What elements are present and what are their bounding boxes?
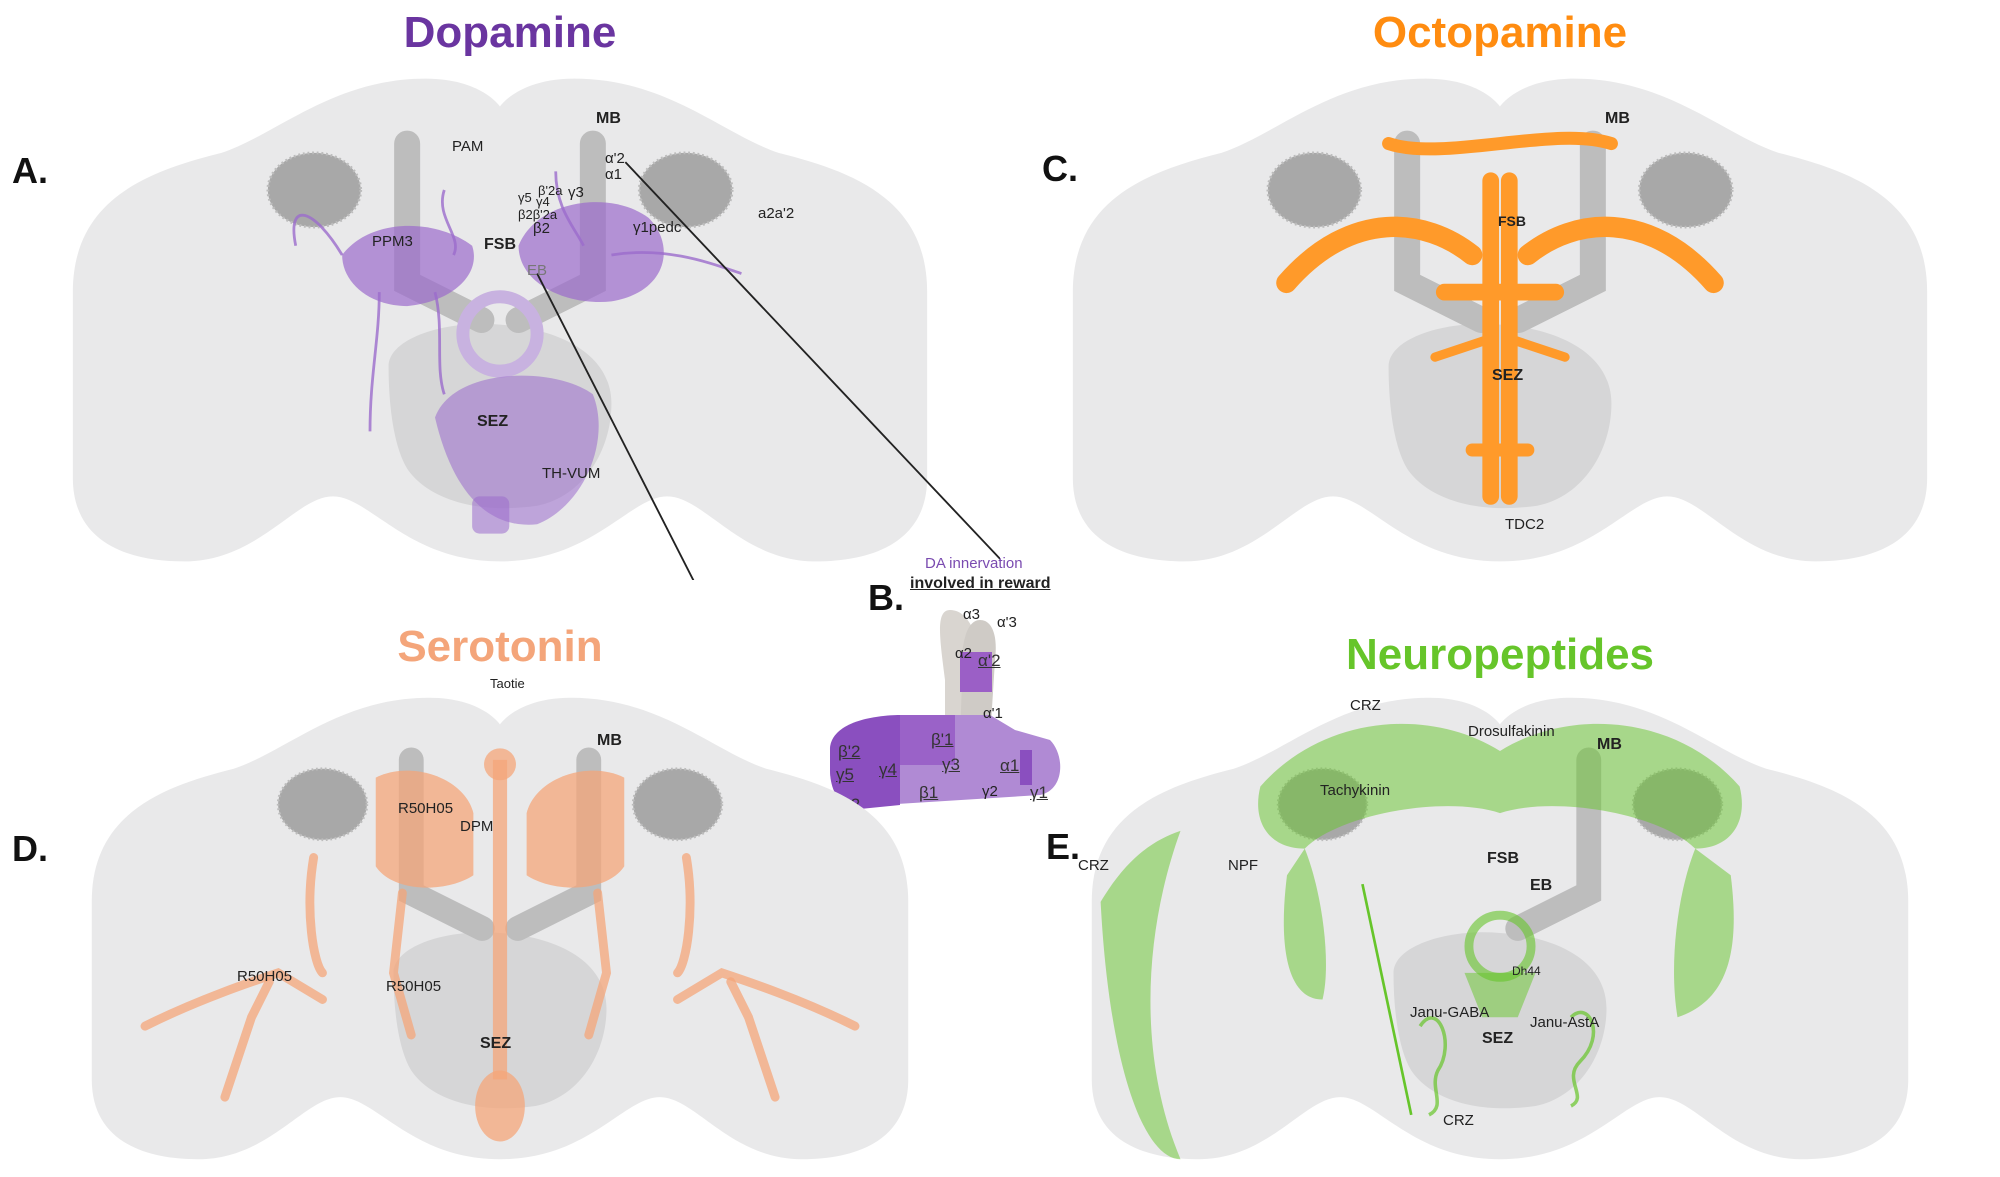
label-beta2-prime-a-top: β'2a xyxy=(538,183,563,198)
label-fsb: FSB xyxy=(484,236,516,253)
label-taotie: Taotie xyxy=(490,676,525,691)
label-tachykinin: Tachykinin xyxy=(1320,782,1391,799)
brain-diagram-dopamine xyxy=(72,78,1000,580)
panel-letter-d: D. xyxy=(12,828,48,869)
ellipsoid-body xyxy=(456,290,544,378)
label-janu-asta: Janu-AstA xyxy=(1530,1014,1600,1031)
label-crz-left: CRZ xyxy=(1078,857,1109,874)
caption-involved-in-reward: involved in reward xyxy=(910,575,1051,592)
label-gamma4: γ4 xyxy=(536,194,550,209)
label-crz-top: CRZ xyxy=(1350,697,1381,714)
label-tdc2: TDC2 xyxy=(1505,516,1545,533)
label-eb: EB xyxy=(1530,877,1553,894)
label-mb: MB xyxy=(1605,110,1630,127)
callout-line-upper xyxy=(624,161,1000,561)
label-ppm3: PPM3 xyxy=(372,233,413,250)
label-eb: EB xyxy=(527,262,548,279)
compartment-beta1-prime: β'1 xyxy=(931,730,954,749)
label-fsb: FSB xyxy=(1487,850,1519,867)
brain-diagram-serotonin xyxy=(91,697,909,1160)
label-npf: NPF xyxy=(1228,857,1258,874)
label-alpha1: α1 xyxy=(605,166,623,183)
label-mb: MB xyxy=(596,110,621,127)
serotonin-neurons xyxy=(375,748,625,1142)
compartment-gamma3: γ3 xyxy=(942,755,960,774)
dopamine-projections xyxy=(292,171,742,432)
panel-title-neuropeptides: Neuropeptides xyxy=(1345,630,1655,679)
compartment-alpha1: α1 xyxy=(1000,756,1020,775)
panel-letter-c: C. xyxy=(1042,148,1078,189)
panel-title-octopamine: Octopamine xyxy=(1372,8,1628,57)
calyx-left xyxy=(266,151,363,229)
label-sez: SEZ xyxy=(480,1035,512,1052)
label-beta2: β2 xyxy=(533,220,550,237)
label-r50h05-mid: R50H05 xyxy=(386,978,442,995)
panel-letter-b: B. xyxy=(868,577,904,618)
brain-diagram-neuropeptides xyxy=(1091,697,1909,1160)
panel-letter-e: E. xyxy=(1046,826,1081,867)
label-drosulfakinin: Drosulfakinin xyxy=(1468,723,1555,740)
calyx-right xyxy=(637,151,734,229)
label-mb: MB xyxy=(597,732,622,749)
panel-title-serotonin: Serotonin xyxy=(397,622,603,671)
caption-da-innervation: DA innervation xyxy=(925,555,1023,572)
dopamine-neurons xyxy=(342,202,664,534)
compartment-gamma1: γ1 xyxy=(1030,783,1048,802)
compartment-gamma2: γ2 xyxy=(982,783,998,800)
label-a2a2-prime: a2a'2 xyxy=(758,205,795,222)
label-gamma1-pedc: γ1pedc xyxy=(633,219,682,236)
label-janu-gaba: Janu-GABA xyxy=(1410,1004,1490,1021)
label-fsb: FSB xyxy=(1498,213,1526,229)
label-beta2-beta2-prime-a: β2β'2a xyxy=(518,207,558,222)
compartment-alpha2-prime: α'2 xyxy=(978,651,1001,670)
label-crz-bottom: CRZ xyxy=(1443,1112,1474,1129)
mb-compartment-diagram xyxy=(830,610,1061,810)
callout-line-lower xyxy=(536,273,695,580)
compartment-alpha2: α2 xyxy=(955,645,973,662)
compartment-gamma5: γ5 xyxy=(836,765,854,784)
compartment-beta1: β1 xyxy=(919,783,939,802)
compartment-gamma4: γ4 xyxy=(879,760,897,779)
label-dh44: Dh44 xyxy=(1512,964,1541,978)
label-sez: SEZ xyxy=(477,413,509,430)
label-th-vum: TH-VUM xyxy=(542,465,601,482)
label-gamma3: γ3 xyxy=(568,184,584,201)
compartment-beta2-prime: β'2 xyxy=(838,742,861,761)
compartment-alpha1-prime: α'1 xyxy=(983,705,1003,722)
panel-letter-a: A. xyxy=(12,150,48,191)
label-mb: MB xyxy=(1597,736,1622,753)
label-pam: PAM xyxy=(452,138,484,155)
label-alpha2-prime: α'2 xyxy=(605,150,625,167)
panel-title-dopamine: Dopamine xyxy=(403,8,617,57)
neuropeptide-neurons xyxy=(1100,723,1742,1160)
compartment-alpha3: α3 xyxy=(963,606,981,623)
label-dpm: DPM xyxy=(460,818,494,835)
label-r50h05-top: R50H05 xyxy=(398,800,454,817)
brain-diagram-octopamine xyxy=(1072,78,1928,562)
label-gamma5: γ5 xyxy=(518,190,532,205)
label-r50h05-left: R50H05 xyxy=(237,968,293,985)
label-sez: SEZ xyxy=(1482,1030,1514,1047)
compartment-alpha3-prime: α'3 xyxy=(997,614,1017,631)
label-sez: SEZ xyxy=(1492,367,1524,384)
octopamine-neurons xyxy=(1276,131,1724,505)
